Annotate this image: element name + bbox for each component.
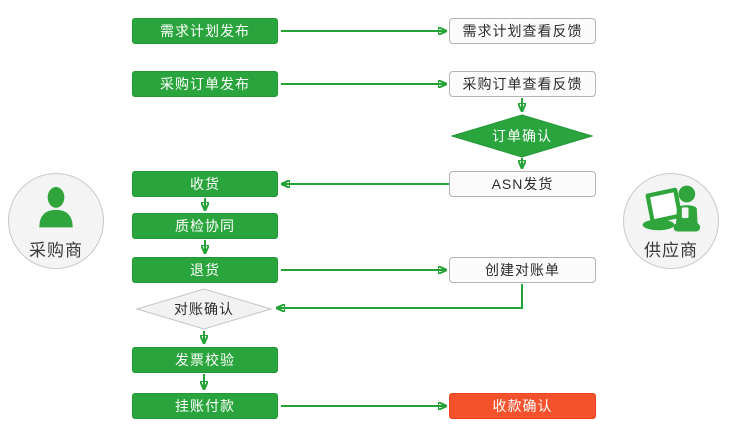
diamond-shape (136, 288, 272, 330)
node-invoice-check: 发票校验 (132, 347, 278, 373)
node-receipt-confirm: 收款确认 (449, 393, 596, 419)
buyer-label: 采购商 (29, 241, 83, 260)
node-po-feedback: 采购订单查看反馈 (449, 71, 596, 97)
person-icon (31, 182, 81, 234)
node-order-confirm-label: 订单确认 (492, 128, 552, 144)
node-demand-plan-publish: 需求计划发布 (132, 18, 278, 44)
node-demand-plan-feedback: 需求计划查看反馈 (449, 18, 596, 44)
diamond-shape (451, 114, 593, 158)
buyer-actor-badge: 采购商 (8, 173, 104, 269)
node-po-publish: 采购订单发布 (132, 71, 278, 97)
node-asn-ship: ASN发货 (449, 171, 596, 197)
node-book-payment: 挂账付款 (132, 393, 278, 419)
node-receiving: 收货 (132, 171, 278, 197)
person-laptop-icon (640, 182, 702, 234)
node-reconcile-confirm-label: 对账确认 (174, 301, 234, 317)
node-reconcile-confirm: 对账确认 (136, 288, 272, 330)
arrow-statement-to-reconcile (277, 284, 523, 308)
node-create-statement: 创建对账单 (449, 257, 596, 283)
supplier-label: 供应商 (644, 241, 698, 260)
supplier-actor-badge: 供应商 (623, 173, 719, 269)
node-returns: 退货 (132, 257, 278, 283)
node-quality-collab: 质检协同 (132, 213, 278, 239)
node-order-confirm: 订单确认 (451, 114, 593, 158)
